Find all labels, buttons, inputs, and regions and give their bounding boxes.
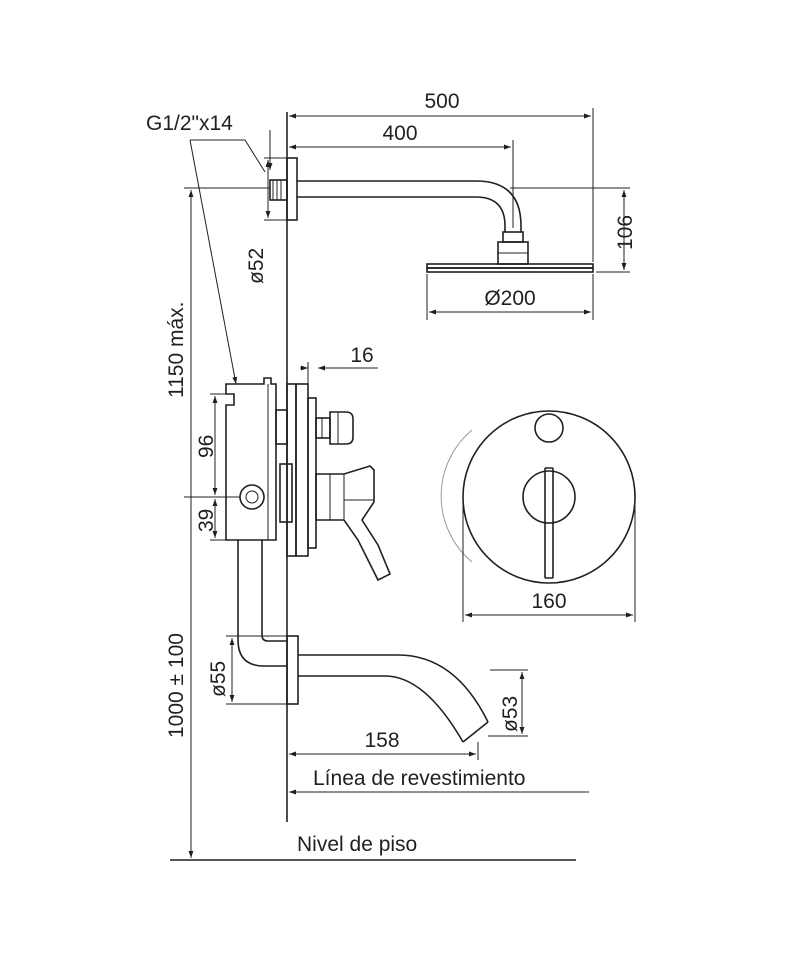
dim-106: 106 <box>510 187 637 273</box>
dim-400-label: 400 <box>382 122 417 145</box>
dim-53-label: ø53 <box>499 696 522 732</box>
dim-1150-label: 1150 máx. <box>165 302 188 399</box>
diverter-knob <box>315 417 331 439</box>
arm-pipe <box>297 180 522 232</box>
dim-158-label: 158 <box>364 729 399 752</box>
diverter-button-front <box>534 413 564 443</box>
floor-level-label: Nivel de piso <box>297 833 417 856</box>
thread-label: G1/2"x14 <box>146 112 233 135</box>
dim-106-label: 106 <box>614 215 637 250</box>
spout-body <box>298 654 489 723</box>
dim-500-label: 500 <box>424 90 459 113</box>
arm-wall-flange <box>286 157 298 221</box>
mixer-valve <box>225 377 392 582</box>
dim-96: 96 <box>195 393 240 498</box>
spout <box>237 540 489 743</box>
spout-wall-flange <box>286 635 299 705</box>
dim-158: 158 <box>289 729 479 760</box>
lever-hub-front <box>522 470 576 524</box>
valve-outlet <box>239 484 265 510</box>
dim-flange-52: ø52 <box>245 157 287 284</box>
dim-400: 400 <box>289 122 514 228</box>
dim-head-200: Ø200 <box>426 274 594 320</box>
floor-level: Nivel de piso <box>170 833 576 861</box>
dim-39-label: 39 <box>195 509 218 532</box>
dim-160: 160 <box>462 500 636 622</box>
wall-line-callout: Línea de revestimiento <box>289 767 589 795</box>
dim-1150: 1150 máx. <box>165 187 270 858</box>
dim-39: 39 <box>195 499 226 541</box>
shower-head <box>426 263 594 273</box>
supply-pipe <box>237 540 287 667</box>
dim-500: 500 <box>289 90 594 262</box>
dim-spout-53: ø53 <box>488 669 528 737</box>
dim-spout-55: ø55 <box>207 635 287 705</box>
dim-1000-label: 1000 ± 100 <box>165 633 188 738</box>
plate-circle <box>462 410 636 584</box>
dim-55-label: ø55 <box>207 661 230 697</box>
dim-200-label: Ø200 <box>484 287 535 310</box>
shower-arm <box>269 157 529 265</box>
wall-line-label: Línea de revestimiento <box>313 767 525 790</box>
dim-16-label: 16 <box>350 344 373 367</box>
cover-plate-front <box>440 410 636 584</box>
dim-1000: 1000 ± 100 <box>165 496 210 738</box>
dim-96-label: 96 <box>195 435 218 458</box>
lever-handle <box>315 465 392 582</box>
dim-160-label: 160 <box>531 590 566 613</box>
lever-front <box>544 467 554 579</box>
dim-52-label: ø52 <box>245 248 268 284</box>
valve-body <box>225 377 277 541</box>
dim-16: 16 <box>300 344 378 396</box>
